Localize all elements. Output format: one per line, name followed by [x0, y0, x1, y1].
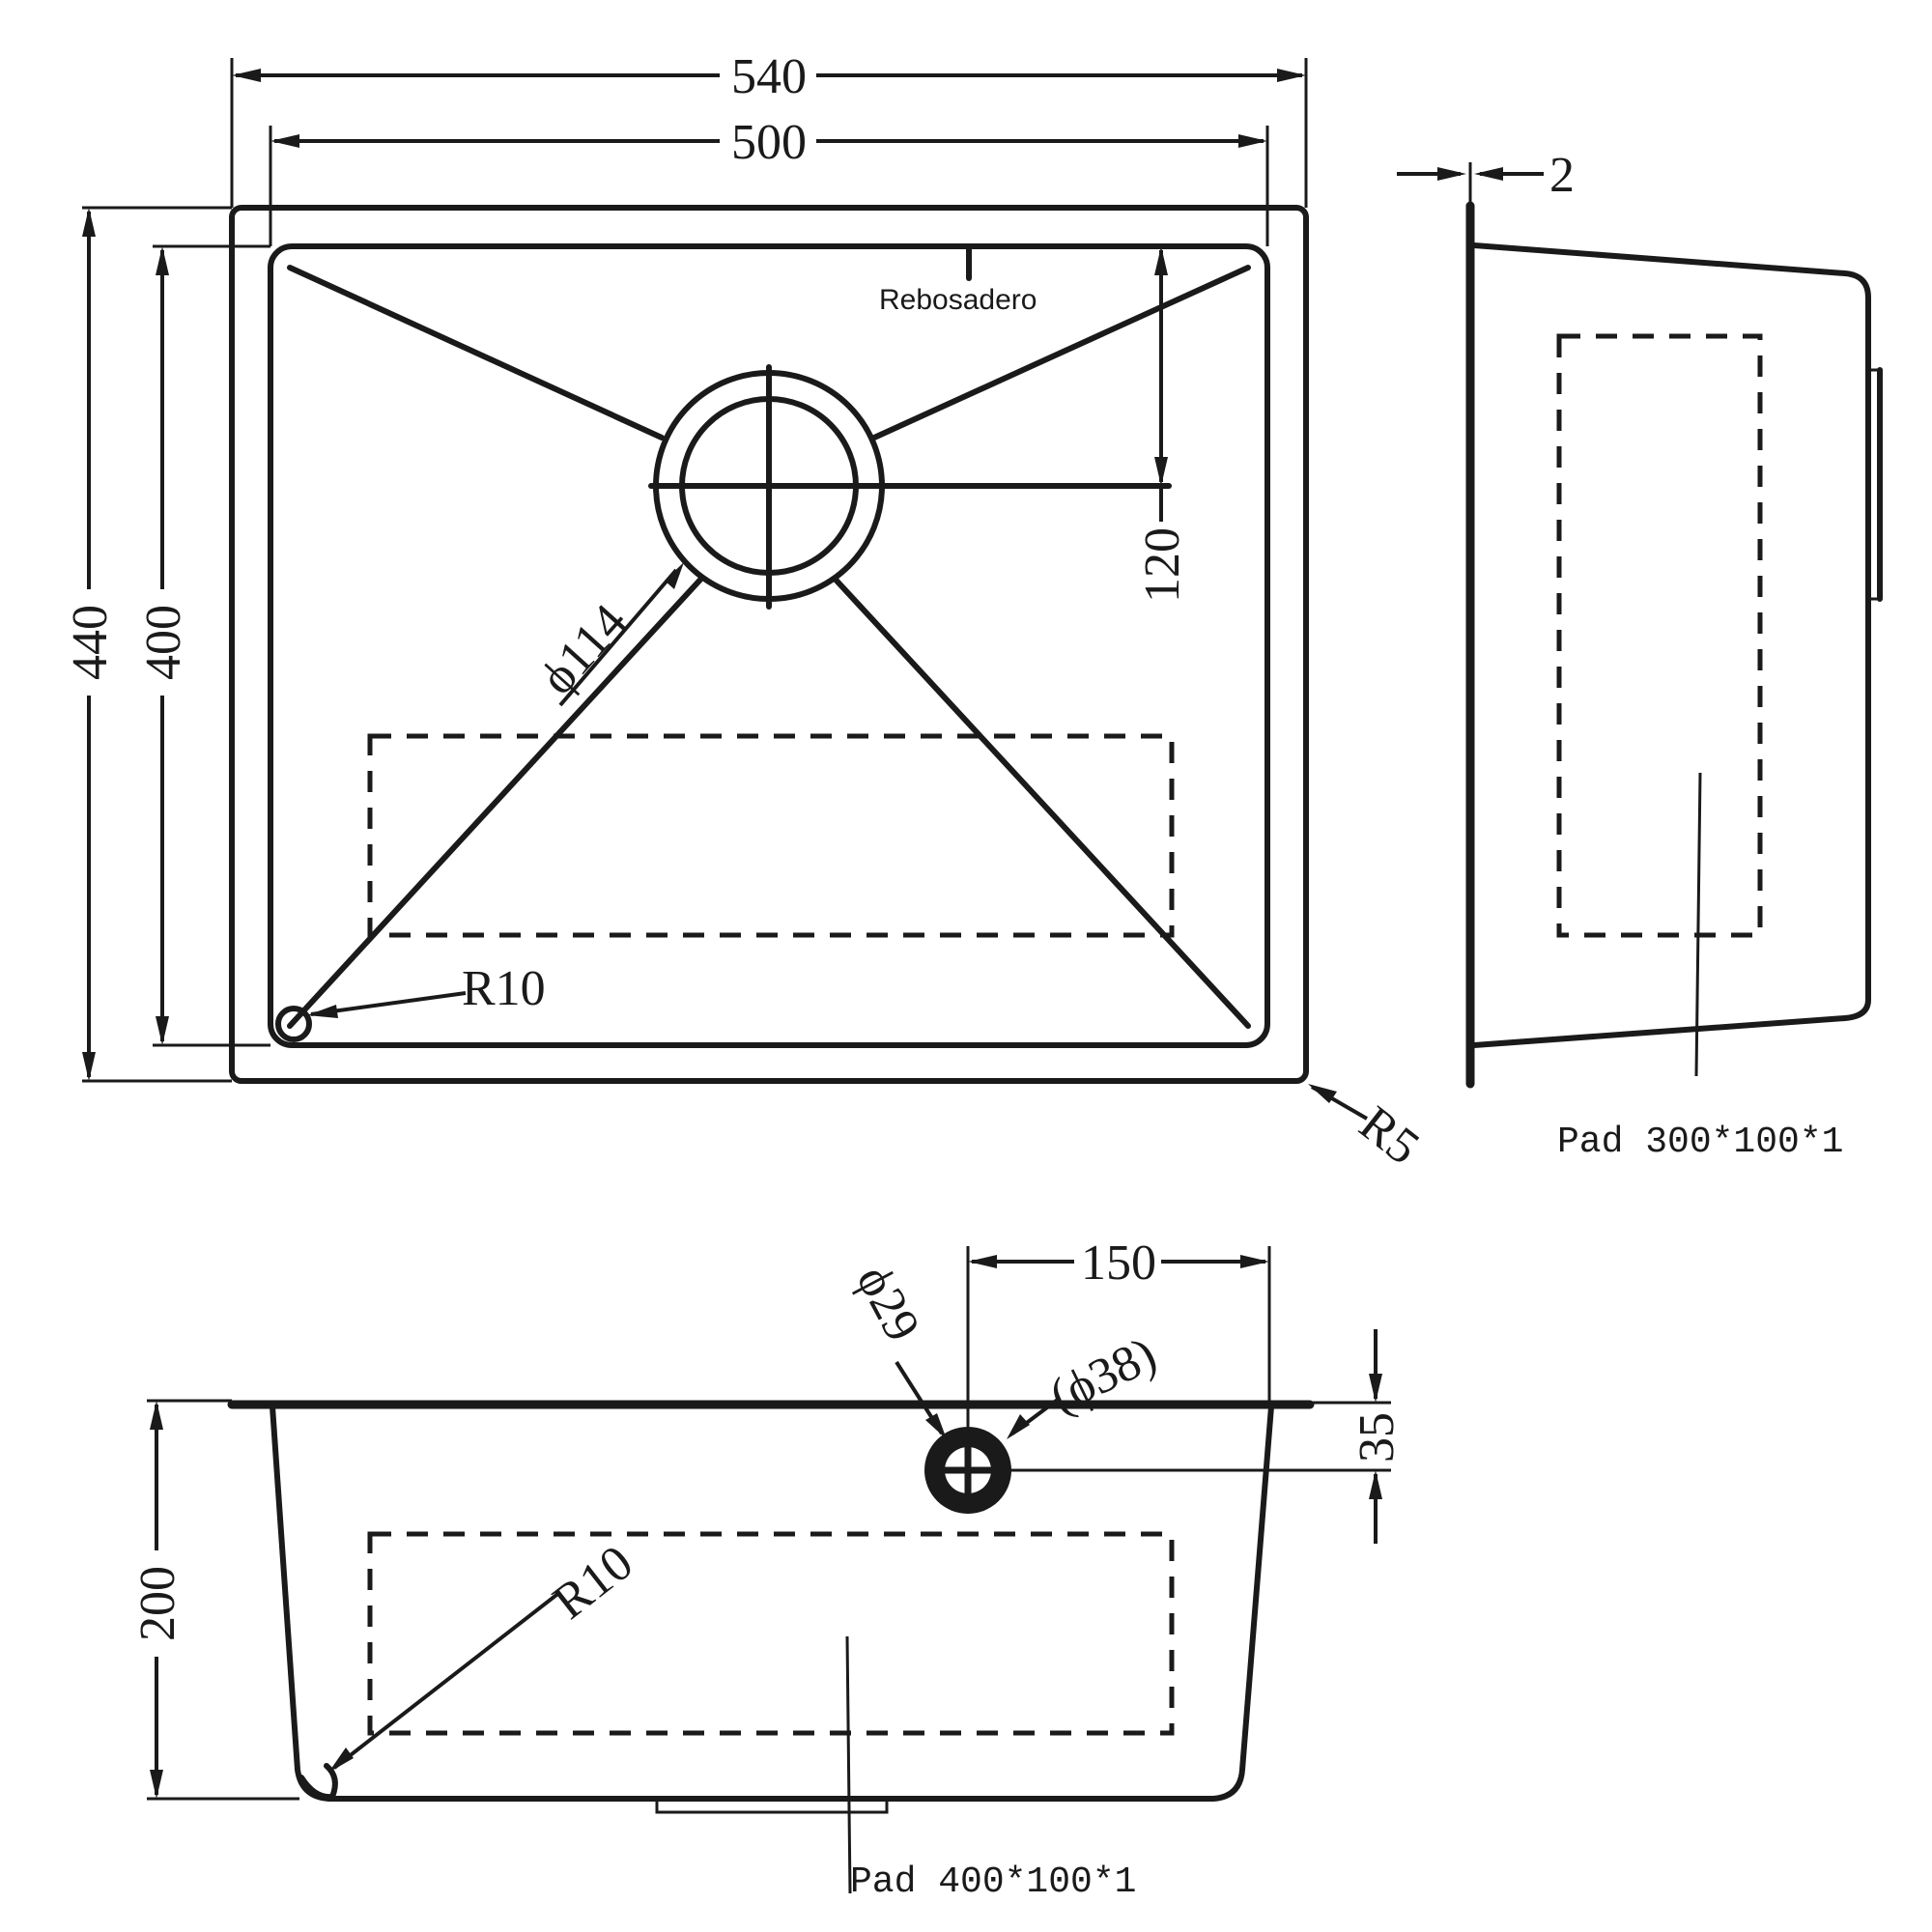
- corner-radius-leader-front: [332, 1590, 562, 1770]
- side-bowl-profile: [1471, 242, 1871, 1048]
- dim-540-label: 540: [731, 49, 807, 104]
- drain-diameter-label: ϕ114: [530, 594, 639, 705]
- pad-outline-front: [367, 1531, 1175, 1736]
- drain-diameter-leader: [558, 568, 678, 707]
- front-view: Pad 400*100*1 150 ϕ29 (ϕ38) 35: [130, 1236, 1405, 1903]
- front-bowl-profile: [270, 1404, 1274, 1802]
- overflow-label: Rebosadero: [879, 284, 1037, 316]
- sink-inner-bowl: [268, 243, 1270, 1048]
- side-pad-leader: [1694, 772, 1702, 1077]
- top-view: Rebosadero 540 500 440 400: [63, 48, 1430, 1176]
- outer-radius-label: R5: [1350, 1096, 1430, 1176]
- corner-radius-marker-front: [298, 1763, 338, 1801]
- dim-500-label: 500: [731, 115, 807, 170]
- corner-radius-label-top: R10: [462, 961, 546, 1016]
- side-pad-label: Pad 300*100*1: [1557, 1122, 1843, 1163]
- pad-outline-top: [367, 733, 1175, 938]
- dim-2-label: 2: [1549, 148, 1575, 203]
- overflow-ring-diameter-label: (ϕ38): [1041, 1327, 1164, 1425]
- front-pad-label: Pad 400*100*1: [850, 1861, 1136, 1903]
- dim-400-label: 400: [136, 605, 191, 680]
- dim-440-label: 440: [63, 605, 118, 680]
- dim-200-label: 200: [130, 1566, 185, 1641]
- corner-radius-label-front: R10: [543, 1535, 642, 1630]
- fold-line-top-right: [871, 265, 1251, 440]
- fold-line-bottom-right: [833, 577, 1251, 1029]
- sink-outer-rim: [229, 205, 1309, 1084]
- fold-line-bottom-left: [287, 577, 703, 1029]
- side-view: Pad 300*100*1 2: [1397, 148, 1883, 1163]
- dim-120-label: 120: [1135, 527, 1190, 603]
- overflow-hole-diameter-label: ϕ29: [845, 1257, 930, 1350]
- front-drain-outlet: [655, 1797, 889, 1814]
- pad-outline-side: [1556, 333, 1763, 938]
- dim-35-label: 35: [1350, 1412, 1405, 1463]
- fold-line-top-left: [287, 265, 665, 440]
- corner-radius-marker-top: [275, 1006, 312, 1042]
- front-pad-leader: [845, 1635, 852, 1894]
- dim-150-label: 150: [1081, 1236, 1156, 1291]
